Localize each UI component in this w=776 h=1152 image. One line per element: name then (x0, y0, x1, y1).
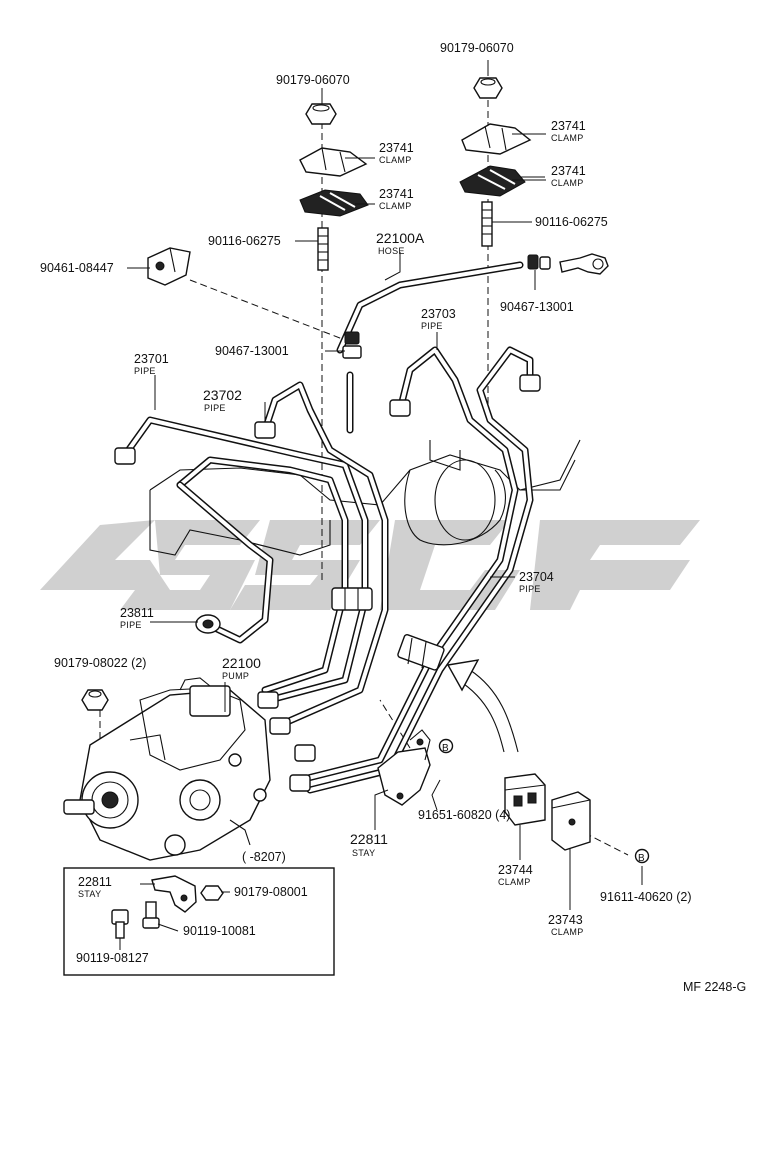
label-stud-right: 90116-06275 (535, 215, 608, 229)
reference-markers: B B (438, 738, 650, 864)
label-pump-name: PUMP (222, 671, 249, 681)
leader-lines (127, 60, 643, 910)
label-clamp-rb-num: 23741 (551, 164, 586, 178)
bracket-90461 (147, 247, 191, 286)
label-clamp-23743-num: 23743 (548, 913, 583, 927)
ref-b-clamp: B (638, 853, 645, 864)
label-pipe-23704-num: 23704 (519, 570, 554, 584)
stay-22811 (377, 729, 431, 806)
label-inset-bolt-a: 90119-10081 (183, 924, 256, 938)
injection-pump (63, 677, 271, 861)
inset-panel (63, 867, 335, 976)
label-nut-pump: 90179-08022 (2) (54, 656, 146, 670)
label-pipe-23702-name: PIPE (204, 403, 226, 413)
label-pipe-23702-num: 23702 (203, 387, 242, 403)
label-inset-bolt-b: 90119-08127 (76, 951, 149, 965)
label-pipe-23701-num: 23701 (134, 352, 169, 366)
label-hose-name: HOSE (378, 246, 405, 256)
label-nut-right: 90179-06070 (440, 41, 514, 55)
label-clamp-lt-name: CLAMP (379, 155, 412, 165)
label-inset-range: ( -8207) (242, 850, 286, 864)
ref-b-stay: B (442, 743, 449, 754)
nut-90179-08022 (81, 689, 109, 711)
label-bolt-stay: 91651-60820 (4) (418, 808, 510, 822)
label-pipe-23811-num: 23811 (120, 606, 154, 620)
label-screw-clamp: 91611-40620 (2) (600, 890, 692, 904)
part-labels: 90179-06070 90179-06070 23741 CLAMP 2374… (40, 41, 746, 994)
label-clamp-23744-num: 23744 (498, 863, 533, 877)
diagram-code: MF 2248-G (683, 980, 746, 994)
label-inset-stay-num: 22811 (78, 875, 112, 889)
label-clamp-rb-name: CLAMP (551, 178, 584, 188)
label-nut-left: 90179-06070 (276, 73, 350, 87)
label-stud-left: 90116-06275 (208, 234, 281, 248)
hose-fittings (342, 253, 609, 359)
label-inset-nut: 90179-08001 (234, 885, 308, 899)
label-clamp-lb-name: CLAMP (379, 201, 412, 211)
label-clamp-23743-name: CLAMP (551, 927, 584, 937)
label-clamp-lt-num: 23741 (379, 141, 414, 155)
label-gasket-left: 90467-13001 (215, 344, 289, 358)
pipe-bundle-clamps (331, 587, 445, 671)
label-clamp-rt-num: 23741 (551, 119, 586, 133)
label-clamp-23744-name: CLAMP (498, 877, 531, 887)
alignment-lines (99, 100, 629, 856)
label-pipe-23701-name: PIPE (134, 366, 156, 376)
label-pipe-23811-name: PIPE (120, 620, 142, 630)
label-clamp-rt-name: CLAMP (551, 133, 584, 143)
clamp-23744 (504, 773, 546, 826)
label-bracket: 90461-08447 (40, 261, 114, 275)
assembly-arrow (446, 659, 519, 753)
injection-pipes (121, 261, 534, 794)
label-inset-stay-name: STAY (78, 889, 101, 899)
top-left-hardware (299, 103, 369, 271)
label-gasket-right: 90467-13001 (500, 300, 574, 314)
clamp-23743 (551, 791, 591, 851)
label-pipe-23703-num: 23703 (421, 307, 456, 321)
label-pipe-23703-name: PIPE (421, 321, 443, 331)
top-right-hardware (459, 77, 532, 247)
label-stay-name: STAY (352, 848, 375, 858)
label-pump-num: 22100 (222, 655, 261, 671)
label-clamp-lb-num: 23741 (379, 187, 414, 201)
label-hose-num: 22100A (376, 230, 425, 246)
label-stay-num: 22811 (350, 831, 388, 847)
label-pipe-23704-name: PIPE (519, 584, 541, 594)
